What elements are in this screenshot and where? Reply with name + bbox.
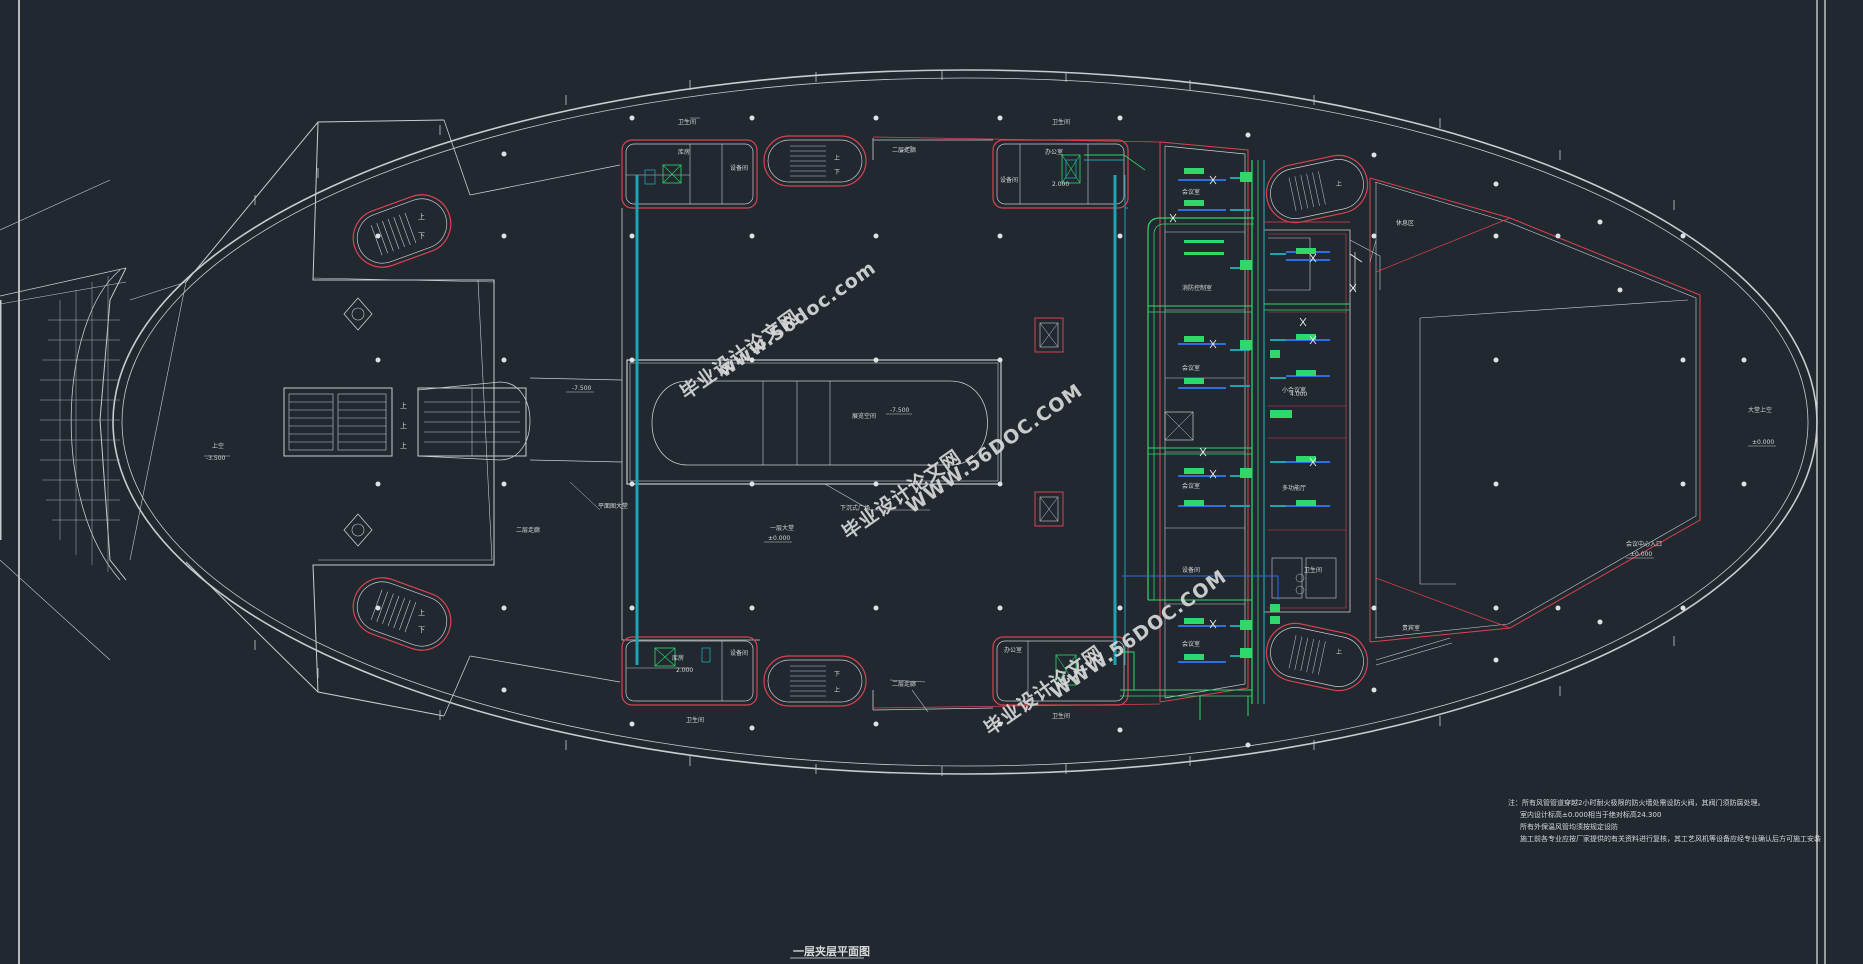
room-label-lounge: 休息区 [1396, 219, 1414, 227]
mid-elevation: 4.000 [1290, 391, 1307, 398]
room-label-office-2: 办公室 [1004, 646, 1022, 654]
room-label-wc: 卫生间 [1304, 566, 1322, 574]
room-label-equip-2: 设备间 [1000, 176, 1018, 184]
ramp-elevation: -7.500 [572, 385, 592, 392]
room-label-small: 小会议室 [1282, 386, 1306, 394]
left-stairs: 上 下 上 下 [352, 194, 452, 651]
note-line-3: 所有外保温风管均须按规定设防 [1520, 822, 1618, 831]
center-hall-label: 一层大堂 [770, 524, 794, 532]
left-elevation: -3.500 [206, 455, 226, 462]
left-void-label: 上空 [212, 442, 224, 450]
central-atrium [626, 317, 1064, 527]
stair-down-label-3: 下 [834, 169, 840, 176]
left-wing-walls [129, 119, 621, 717]
stair-up-label-1: 上 [418, 212, 425, 221]
lobby-ramp-label: 平面图大堂 [598, 502, 628, 510]
right-office-column: 小会议室 4.000 多功能厅 卫生间 [1264, 229, 1381, 613]
drawing-frame [18, 0, 1826, 964]
room-label-bot-left: 卫生间 [686, 716, 704, 724]
note-line-1: 注：所有风管管道穿越2小时耐火极限的防火墙处需设防火阀，其阀门须防腐处理。 [1508, 798, 1764, 807]
room-label-equip-4: 设备间 [1182, 566, 1200, 574]
left-entrance-structure [0, 179, 127, 661]
escalator-up-label-3: 上 [400, 441, 407, 450]
watermark-url-2: WWW.56DOC.COM [902, 380, 1087, 519]
stair-up-label-6: 上 [1336, 648, 1342, 656]
stair-up-label-4: 上 [834, 686, 840, 694]
plan-labels: 上空 -3.500 -7.500 -7.500 展览空间 一层大堂 ±0.000… [204, 146, 1776, 688]
drawing-notes: 注：所有风管管道穿越2小时耐火极限的防火墙处需设防火阀，其阀门须防腐处理。 室内… [1508, 798, 1821, 843]
left-escalators: 上 上 上 [283, 297, 623, 547]
central-walls [621, 136, 1161, 713]
room-label-meeting3: 会议室 [1182, 482, 1200, 490]
note-line-2: 室内设计标高±0.000相当于绝对标高24.300 [1520, 810, 1661, 819]
room-label-top-left: 卫生间 [678, 118, 696, 126]
atrium-label: 展览空间 [852, 412, 876, 420]
stair-down-label-4: 下 [834, 671, 840, 678]
right-office-block: 会议室 消防控制室 会议室 会议室 设备间 会议室 [1159, 141, 1249, 703]
top-middle-stair: 上 下 [763, 135, 867, 187]
right-elevation-2: ±0.000 [1630, 551, 1652, 558]
room-label-office-1: 办公室 [1045, 148, 1063, 156]
room-label-store-1: 库房 [678, 148, 690, 156]
room-label-store-2: 库房 [672, 654, 684, 662]
right-stairs: 上 上 [1265, 154, 1369, 692]
note-line-4: 施工前各专业应按厂家提供的有关资料进行复核，其工艺风机等设备应经专业确认后方可施… [1520, 834, 1821, 843]
stair-up-label-5: 上 [1336, 180, 1342, 188]
right-lobby: 休息区 贵宾室 [1369, 177, 1701, 666]
right-void-label: 大堂上空 [1748, 406, 1772, 414]
room-label-security: 消防控制室 [1182, 284, 1212, 292]
center-elevation: ±0.000 [768, 535, 790, 542]
drawing-title: 一层夹层平面图 [793, 944, 870, 958]
atrium-elevation: -7.500 [890, 407, 910, 414]
meeting-elevation: 2.000 [676, 667, 693, 674]
top-left-core: 卫生间 库房 设备间 [621, 117, 758, 209]
lobby-left-label: 二层走廊 [516, 526, 540, 534]
room-label-bot-mid: 卫生间 [1052, 712, 1070, 720]
corridor-top-label: 二层走廊 [892, 146, 916, 154]
hvac-dampers [1169, 175, 1357, 629]
building-outline [112, 69, 1818, 775]
room-label-meeting4: 会议室 [1182, 640, 1200, 648]
bottom-left-core: 卫生间 库房 设备间 [621, 636, 758, 724]
corridor-bottom-label: 二层走廊 [892, 680, 916, 688]
stair-up-label-3: 上 [834, 154, 840, 162]
hvac-branch-ducts [1084, 154, 1363, 720]
main-supply-ducts [635, 175, 1128, 665]
room-label-hall: 多功能厅 [1282, 484, 1306, 492]
stair-up-label-2: 上 [418, 608, 425, 617]
room-label-meeting2: 会议室 [1182, 364, 1200, 372]
right-elevation: ±0.000 [1752, 439, 1774, 446]
escalator-up-label-2: 上 [400, 421, 407, 430]
perimeter-ticks [254, 70, 1675, 776]
room-label-equip-1: 设备间 [730, 164, 748, 172]
structural-columns [375, 115, 1747, 748]
right-entrance-label: 会议中心入口 [1626, 540, 1662, 548]
ramp-label: 下沉式广场 [840, 504, 870, 512]
stair-down-label-2: 下 [418, 626, 425, 634]
room-label-top-mid: 卫生间 [1052, 118, 1070, 126]
stair-down-label-1: 下 [418, 232, 425, 240]
room-label-equip-3: 设备间 [730, 649, 748, 657]
top-right-core: 卫生间 办公室 设备间 [992, 118, 1129, 209]
top-right-elevation: 2.000 [1052, 181, 1069, 188]
watermark-url-3: WWW.56DOC.COM [1046, 566, 1231, 705]
room-label-meeting: 会议室 [1182, 188, 1200, 196]
bottom-middle-stair: 下 上 [763, 655, 867, 707]
room-label-vip: 贵宾室 [1402, 624, 1420, 632]
bottom-right-core: 卫生间 办公室 [992, 636, 1129, 720]
escalator-up-label-1: 上 [400, 401, 407, 410]
